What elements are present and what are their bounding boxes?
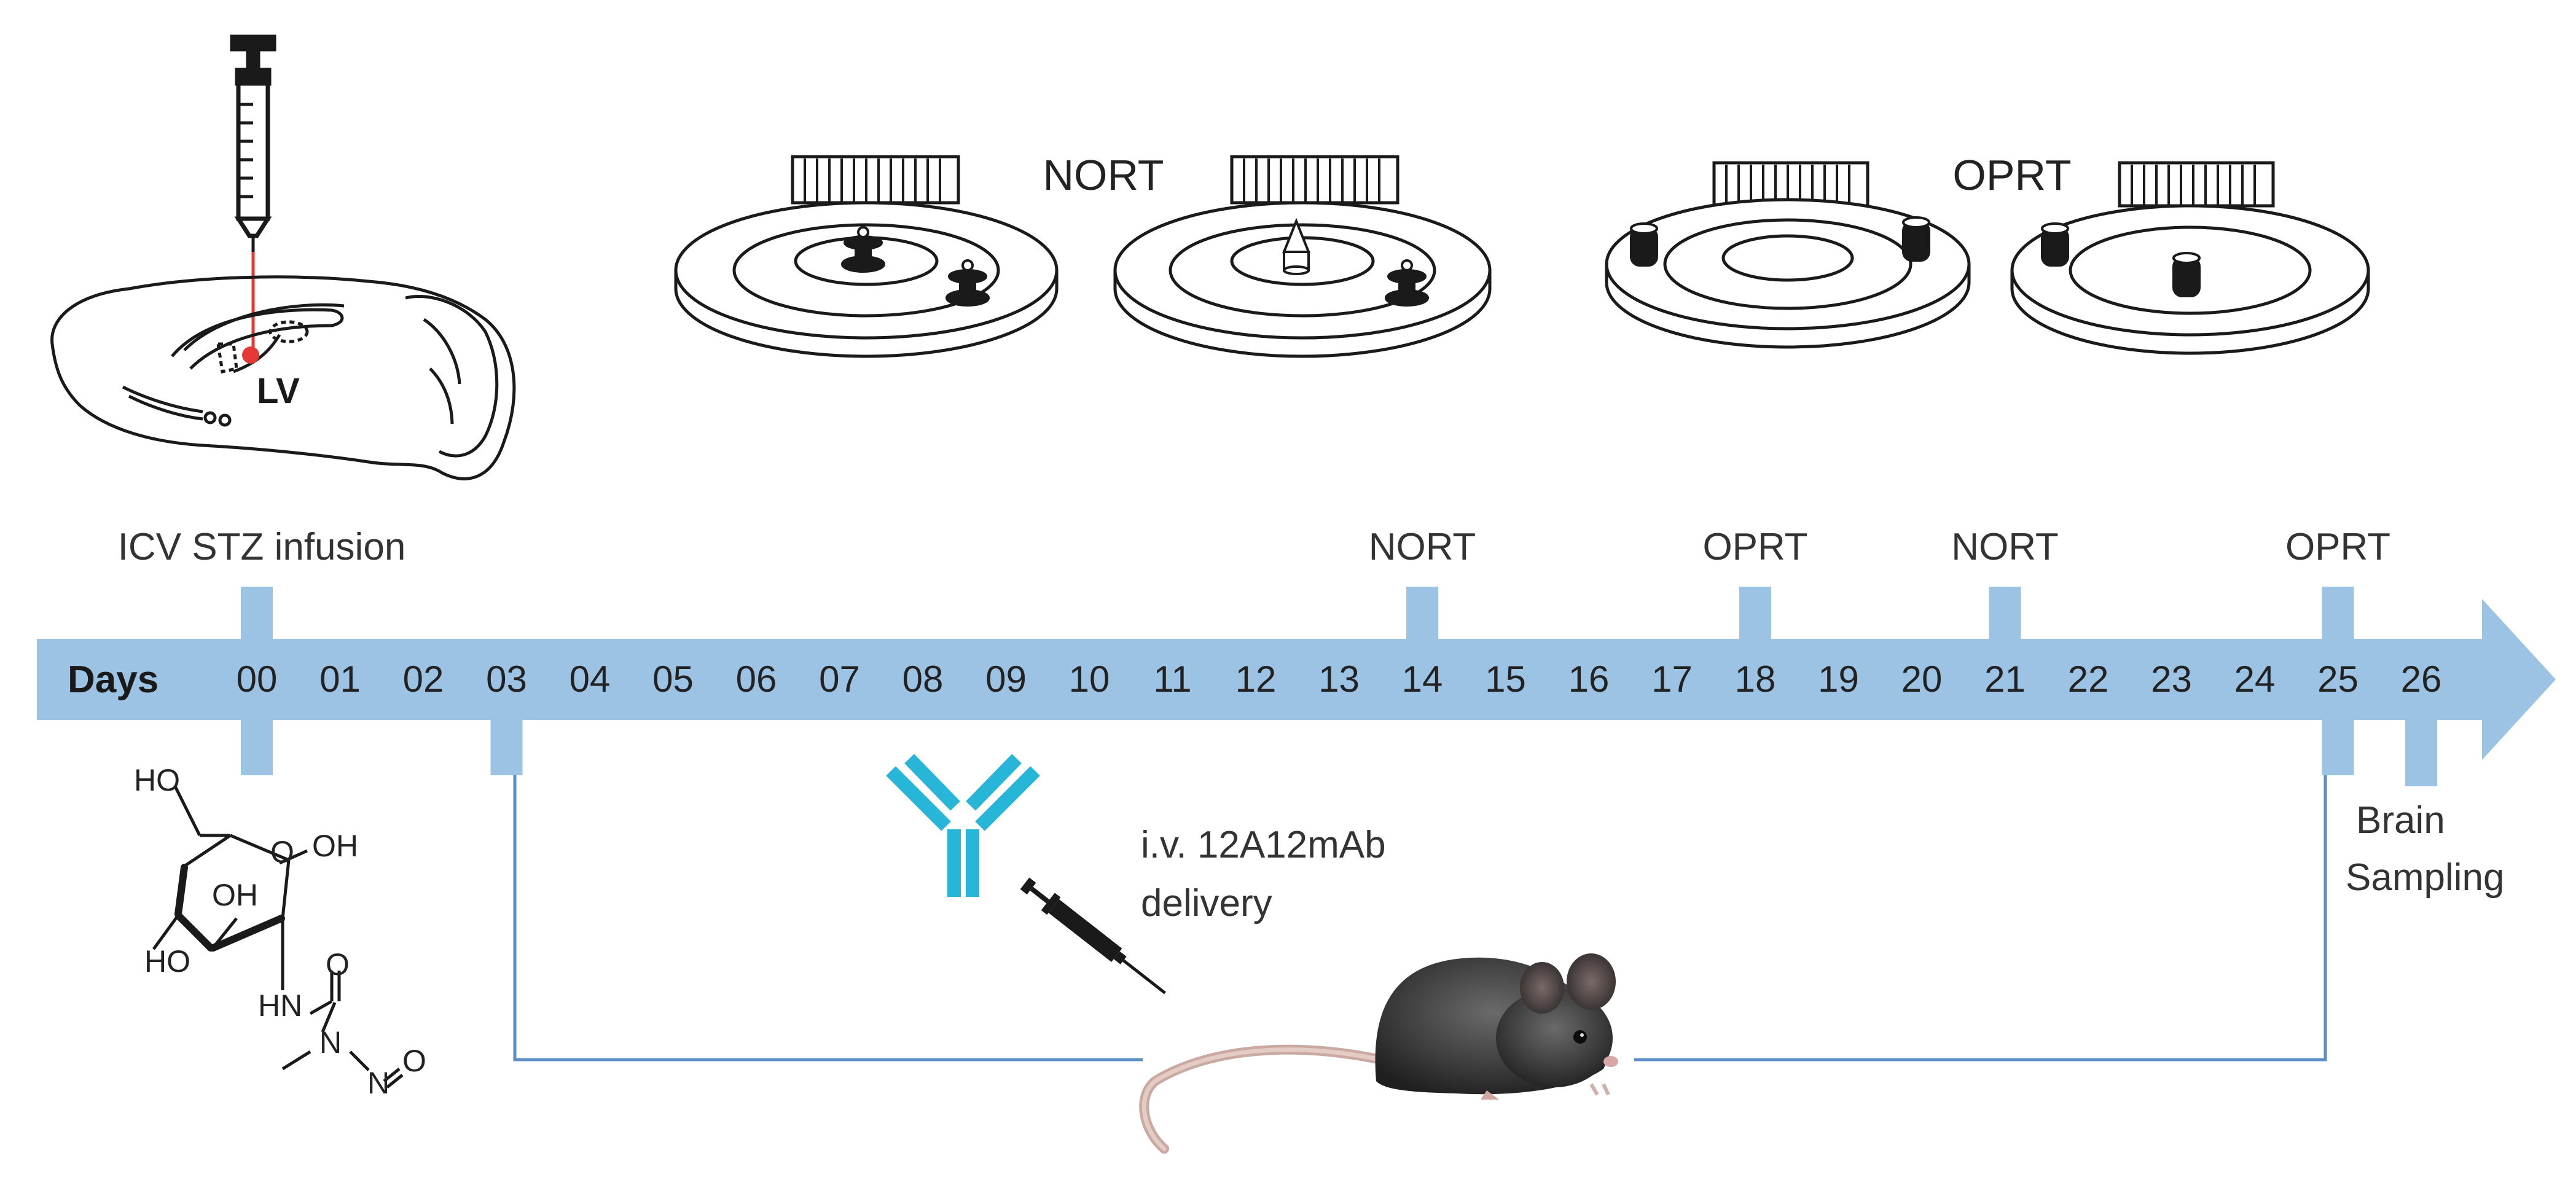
day-label: 07 [819,659,860,700]
day-label: 00 [236,659,278,700]
syringe-icon [230,34,276,252]
event-tick [490,713,523,775]
molecule-atom: O [402,1044,426,1078]
treatment-connector-line [513,775,1143,1062]
day-label: 06 [735,659,777,700]
syringe-icon [1020,877,1167,995]
molecule-atom: O [270,835,294,869]
timeline-arrow [37,599,2556,760]
day-label: 21 [1984,659,2026,700]
day-label: 03 [486,659,527,700]
day-label: 08 [902,659,944,700]
treatment-label-line1: i.v. 12A12mAb [1141,824,1386,866]
molecule-atom: N [319,1025,342,1060]
brain-icon [50,275,516,480]
event-tick [1989,587,2021,648]
timeline-axis-label: Days [68,659,159,701]
timeline-markers [241,587,2437,786]
arena-icon [1605,161,1971,349]
infusion-site-dot [242,346,259,364]
day-label: 05 [652,659,694,700]
arena-label-oprt: OPRT [1952,151,2072,199]
day-label: 13 [1318,659,1360,700]
event-label: NORT [1951,526,2059,568]
day-label: 20 [1901,659,1943,700]
event-label: OPRT [1702,526,1808,568]
molecule-atom: HO [144,944,190,979]
day-label: 16 [1568,659,1610,700]
end-label-sampling: Sampling [2346,856,2505,899]
arena-label-nort: NORT [1043,151,1164,199]
day-label: 26 [2400,659,2442,700]
object-icon [841,226,990,307]
event-tick [2322,713,2354,775]
day-label: 18 [1734,659,1776,700]
molecule-atom: O [326,947,350,982]
brain-region-label: LV [257,371,300,411]
event-label: NORT [1368,526,1476,568]
antibody-icon [886,754,1040,897]
mouse-icon [1139,953,1618,1154]
day-label: 22 [2067,659,2109,700]
molecule-atom: OH [312,829,358,863]
day-label: 14 [1401,659,1443,700]
day-label: 11 [1153,659,1192,700]
molecule-atom: HN [258,988,303,1023]
molecule-atom: N [367,1066,390,1100]
event-tick [1739,587,1771,648]
day-label: 10 [1068,659,1110,700]
day-label: 25 [2317,659,2359,700]
day-label: 23 [2151,659,2192,700]
day-label: 02 [402,659,444,700]
day-label: 24 [2234,659,2276,700]
event-label: ICV STZ infusion [117,526,406,568]
molecule-atom: OH [212,878,258,912]
day-label: 12 [1235,659,1277,700]
day-label: 17 [1651,659,1693,700]
treatment-connector-line [1634,775,2327,1062]
day-label: 09 [985,659,1027,700]
molecule-atom: HO [134,763,180,797]
day-label: 04 [569,659,611,700]
event-tick [241,587,273,648]
day-label: 15 [1485,659,1526,700]
day-label: 19 [1818,659,1859,700]
event-tick [1406,587,1438,648]
end-label-brain: Brain [2356,799,2445,842]
sampling-tick [2405,713,2437,786]
event-tick [241,713,273,775]
day-label: 01 [319,659,361,700]
event-label: OPRT [2285,526,2391,568]
object-icon [1630,216,1930,267]
object-icon [2041,222,2201,297]
treatment-label-line2: delivery [1141,882,1272,925]
object-icon [1282,217,1429,307]
event-tick [2322,587,2354,648]
